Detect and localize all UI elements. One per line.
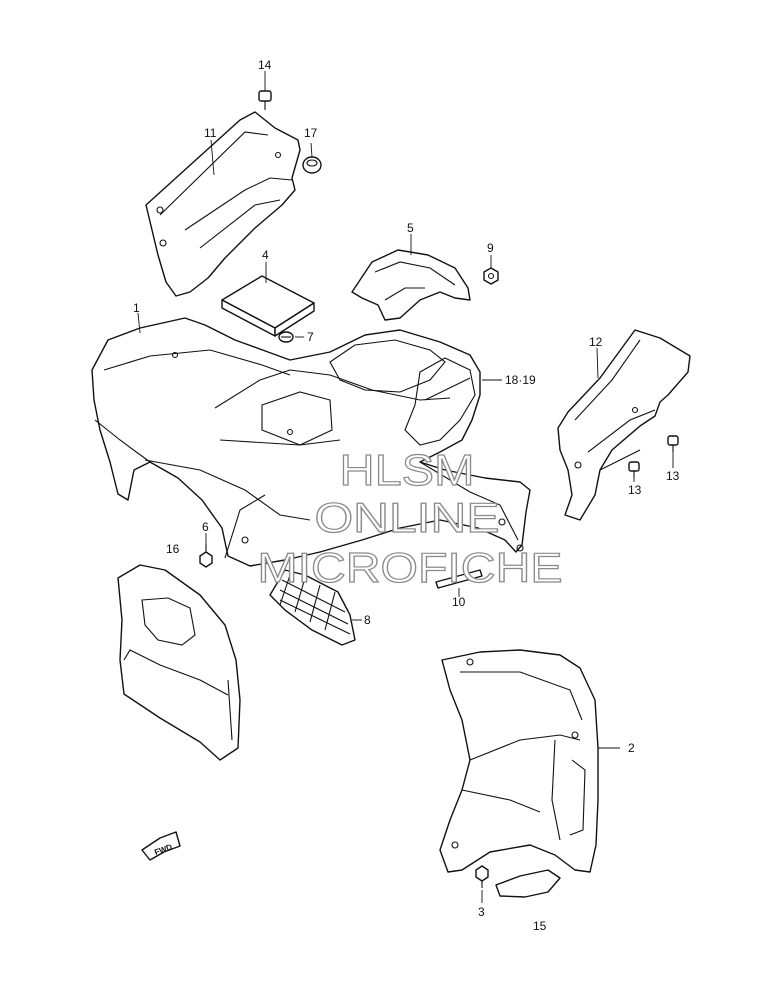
callout-10: 10 — [452, 595, 466, 609]
part-8-mesh-grille — [269, 569, 356, 646]
callout-4: 4 — [262, 248, 269, 262]
part-13-screw-a — [667, 435, 679, 452]
watermark-line-1: HLSM — [340, 446, 475, 495]
callout-15: 15 — [533, 919, 547, 933]
watermark-line-2: ONLINE — [315, 494, 500, 541]
callout-7: 7 — [307, 330, 314, 344]
watermark: HLSM ONLINE MICROFICHE — [257, 445, 563, 591]
part-17-grommet — [302, 156, 322, 174]
part-1-front-fender — [91, 317, 531, 567]
callout-12: 12 — [589, 335, 603, 349]
part-12-side-panel — [557, 329, 691, 521]
callout-13b: 13 — [628, 483, 642, 497]
callout-17: 17 — [304, 126, 318, 140]
callout-9: 9 — [487, 241, 494, 255]
part-15-cover-strip — [495, 869, 561, 898]
callout-8: 8 — [364, 613, 371, 627]
callout-labels: 1 2 3 4 5 6 7 8 9 10 11 12 13 13 14 15 1… — [133, 58, 680, 933]
part-7-screw — [278, 331, 294, 343]
leader-lines — [137, 71, 674, 903]
callout-11: 11 — [204, 126, 217, 140]
part-2-inner-fender — [439, 649, 599, 873]
part-3-screw — [475, 865, 489, 888]
part-16-splash-panel — [117, 564, 241, 761]
callout-3: 3 — [478, 905, 485, 919]
callout-14: 14 — [258, 58, 272, 72]
part-10-strip — [435, 569, 483, 589]
part-13-screw-b — [628, 461, 640, 478]
part-9-nut — [483, 267, 499, 285]
fwd-arrow-icon: FWD — [141, 831, 181, 861]
callout-13a: 13 — [666, 469, 680, 483]
part-4-pad — [221, 275, 315, 337]
callout-2: 2 — [628, 741, 635, 755]
part-5-cover — [351, 249, 471, 321]
callout-18-19: 18·19 — [505, 373, 536, 387]
watermark-line-3: MICROFICHE — [258, 544, 563, 591]
part-11-side-panel — [145, 111, 301, 297]
callout-16: 16 — [166, 542, 180, 556]
part-14-screw — [258, 90, 272, 110]
part-6-bolt — [199, 544, 213, 568]
callout-5: 5 — [407, 221, 414, 235]
callout-6: 6 — [202, 520, 209, 534]
callout-1: 1 — [133, 301, 140, 315]
